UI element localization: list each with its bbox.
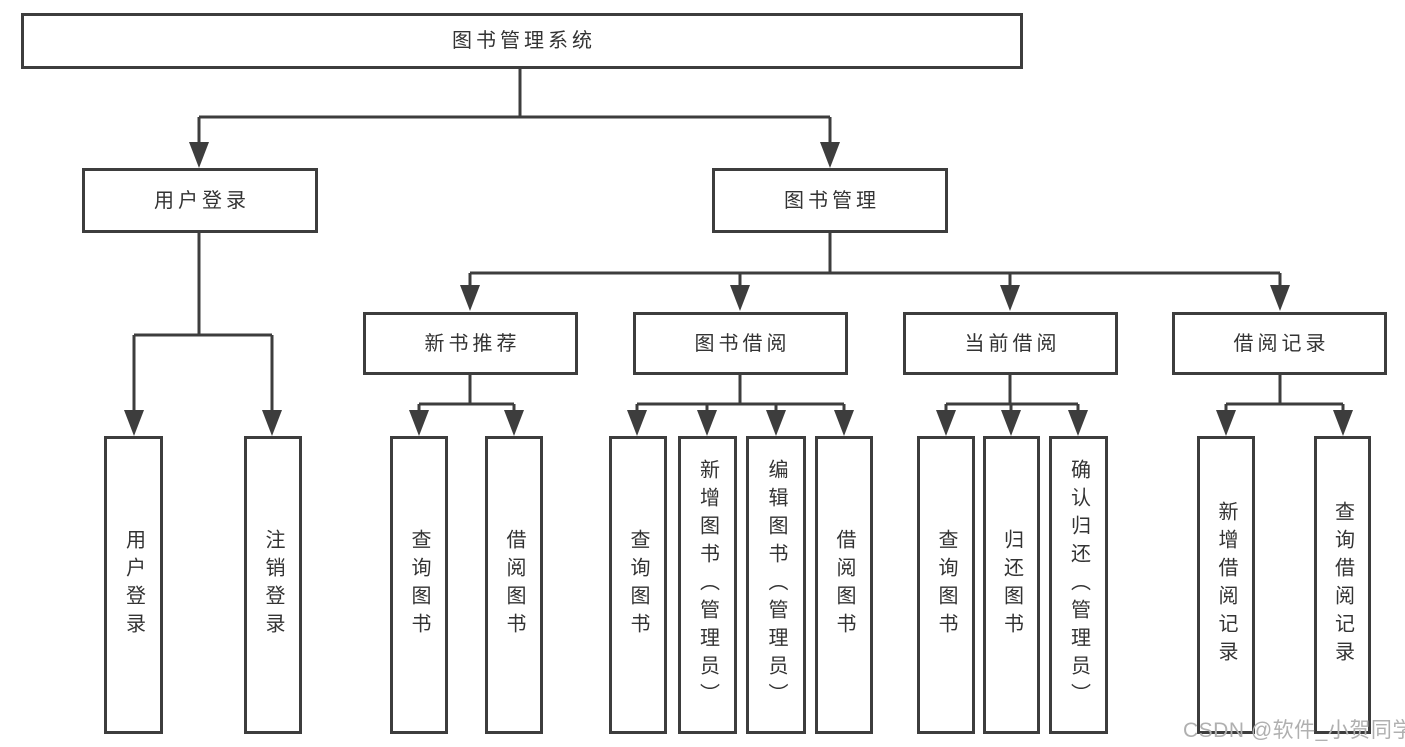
node-label: 查询借阅记录	[1331, 501, 1354, 669]
leaf-confirm-return-admin: 确认归还（管理员）	[1049, 436, 1108, 734]
node-book-management: 图书管理	[712, 168, 948, 233]
node-label: 用户登录	[154, 189, 250, 212]
node-label: 查询图书	[935, 529, 957, 641]
node-label: 借阅图书	[833, 529, 855, 641]
node-label: 新书推荐	[424, 332, 521, 355]
leaf-query-books-borrowing: 查询图书	[609, 436, 667, 734]
node-current-borrowing: 当前借阅	[903, 312, 1118, 375]
node-label: 用户登录	[122, 529, 145, 641]
leaf-borrow-books: 借阅图书	[815, 436, 873, 734]
connector-current-borrowing-branch	[936, 375, 1088, 436]
leaf-user-login: 用户登录	[104, 436, 163, 734]
node-new-book-recommendation: 新书推荐	[363, 312, 578, 375]
connector-book-borrowing-branch	[627, 375, 854, 436]
node-label: 新增借阅记录	[1215, 501, 1237, 669]
node-label: 确认归还（管理员）	[1067, 459, 1090, 711]
leaf-borrow-books-recommend: 借阅图书	[485, 436, 543, 734]
node-label: 查询图书	[408, 529, 430, 641]
node-borrowing-records: 借阅记录	[1172, 312, 1387, 375]
connector-borrowing-records-branch	[1216, 375, 1353, 436]
leaf-logout: 注销登录	[244, 436, 302, 734]
node-user-login: 用户登录	[82, 168, 318, 233]
node-label: 编辑图书（管理员）	[765, 459, 787, 711]
connector-book-management-branch	[460, 232, 1290, 311]
connector-user-login-branch	[124, 232, 282, 436]
connector-new-book-recommendation-branch	[409, 375, 524, 436]
node-label: 新增图书（管理员）	[696, 459, 719, 711]
node-label: 借阅记录	[1233, 332, 1330, 355]
leaf-add-borrow-record: 新增借阅记录	[1197, 436, 1255, 734]
node-label: 图书管理	[784, 189, 880, 212]
leaf-add-books-admin: 新增图书（管理员）	[678, 436, 737, 734]
node-label: 注销登录	[262, 529, 284, 641]
leaf-query-books-recommend: 查询图书	[390, 436, 448, 734]
leaf-edit-books-admin: 编辑图书（管理员）	[746, 436, 806, 734]
node-label: 归还图书	[1000, 529, 1023, 641]
node-label: 当前借阅	[964, 332, 1061, 355]
node-library-management-system: 图书管理系统	[21, 13, 1023, 69]
node-book-borrowing: 图书借阅	[633, 312, 848, 375]
connector-root-to-level2	[189, 69, 840, 168]
watermark: CSDN @软件_小贺同学	[1183, 719, 1405, 742]
node-label: 图书借阅	[694, 332, 791, 355]
leaf-query-borrow-record: 查询借阅记录	[1314, 436, 1371, 734]
node-label: 借阅图书	[503, 529, 525, 641]
leaf-query-books-current: 查询图书	[917, 436, 975, 734]
node-label: 查询图书	[627, 529, 649, 641]
node-label: 图书管理系统	[452, 30, 596, 52]
leaf-return-books: 归还图书	[983, 436, 1040, 734]
